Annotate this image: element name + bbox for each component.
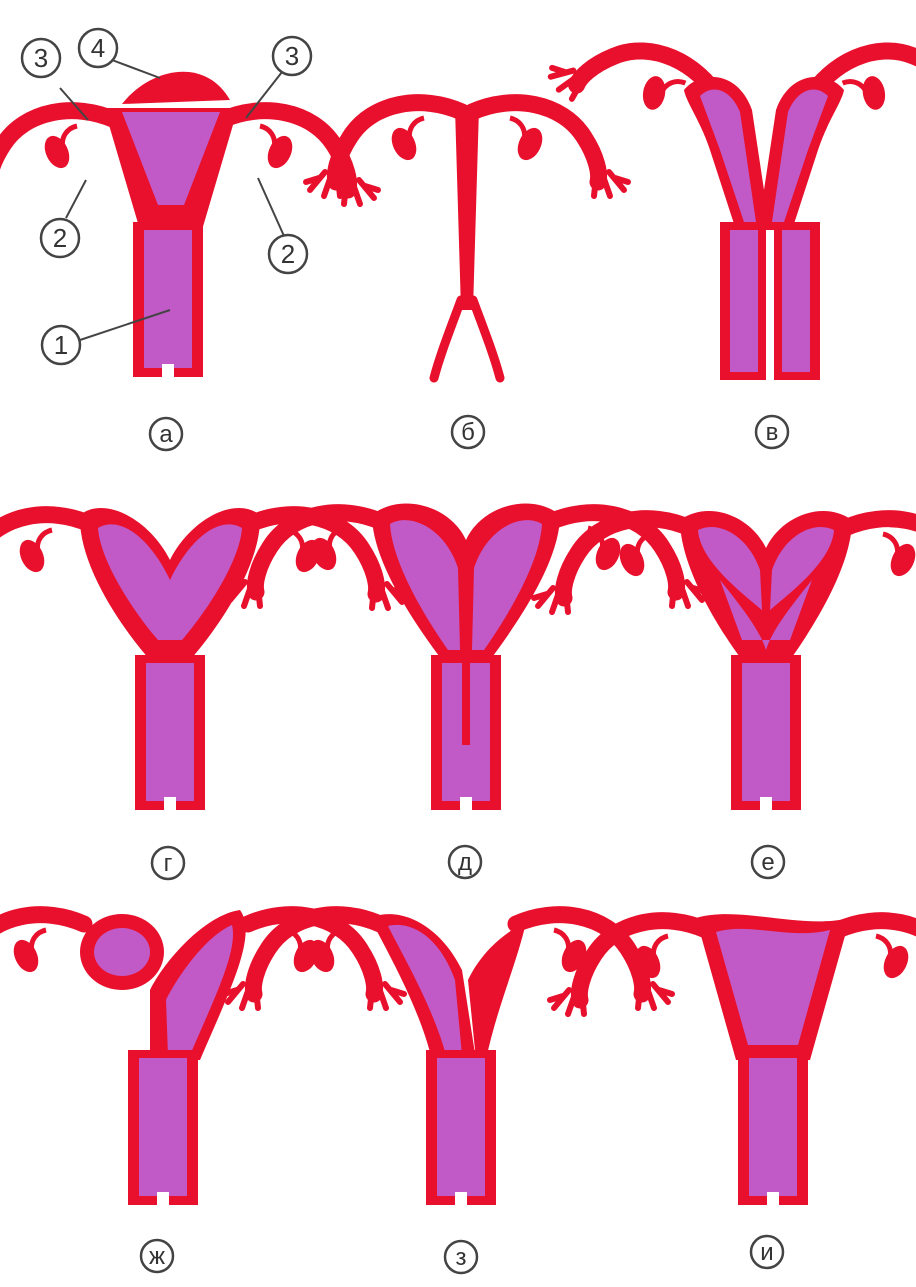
panel-label-b: б bbox=[452, 416, 484, 448]
callout-ovary-left: 2 bbox=[41, 219, 79, 257]
svg-text:ж: ж bbox=[149, 1243, 165, 1270]
callout-ovary-right: 2 bbox=[269, 235, 307, 273]
panel-label-g: г bbox=[152, 847, 184, 879]
svg-text:3: 3 bbox=[285, 41, 299, 71]
panel-label-v: в bbox=[756, 416, 788, 448]
panel-e: е bbox=[534, 511, 916, 878]
svg-text:и: и bbox=[760, 1239, 773, 1266]
panel-label-d: д bbox=[449, 846, 481, 878]
callout-cervix: 1 bbox=[42, 326, 80, 364]
panel-b: б bbox=[306, 103, 628, 448]
svg-text:в: в bbox=[766, 419, 779, 446]
svg-text:г: г bbox=[164, 850, 173, 877]
svg-text:2: 2 bbox=[281, 239, 295, 269]
uterus-aplasia bbox=[306, 103, 628, 378]
panel-g: г bbox=[0, 508, 406, 879]
panel-label-a: а bbox=[150, 418, 182, 450]
svg-text:б: б bbox=[461, 419, 475, 446]
panel-v: в bbox=[544, 3, 916, 448]
panel-a: 3 4 3 2 2 1 а bbox=[0, 29, 378, 450]
svg-text:е: е bbox=[761, 849, 774, 876]
panel-z: з bbox=[224, 914, 672, 1273]
svg-text:д: д bbox=[458, 849, 472, 876]
panel-label-e: е bbox=[752, 846, 784, 878]
callout-fundus: 4 bbox=[79, 29, 117, 67]
svg-text:а: а bbox=[159, 421, 173, 448]
uterus-didelphys bbox=[544, 3, 916, 380]
svg-text:3: 3 bbox=[34, 43, 48, 73]
panel-label-z: з bbox=[445, 1241, 477, 1273]
uterus-septate-partial bbox=[534, 511, 916, 811]
uterus-rudimentary-horn bbox=[0, 910, 404, 1206]
callout-tube-left: 3 bbox=[22, 39, 60, 77]
uterus-arcuate bbox=[550, 914, 916, 1206]
panel-zh: ж bbox=[0, 910, 404, 1272]
svg-text:2: 2 bbox=[53, 223, 67, 253]
svg-text:з: з bbox=[455, 1244, 466, 1271]
callout-tube-right: 3 bbox=[273, 37, 311, 75]
panel-label-zh: ж bbox=[141, 1240, 173, 1272]
svg-text:1: 1 bbox=[54, 330, 68, 360]
uterus-bicornuate bbox=[0, 508, 406, 811]
panel-i: и bbox=[550, 914, 916, 1268]
panel-label-i: и bbox=[751, 1236, 783, 1268]
svg-text:4: 4 bbox=[91, 33, 105, 63]
uterus-unicornuate bbox=[224, 914, 672, 1206]
